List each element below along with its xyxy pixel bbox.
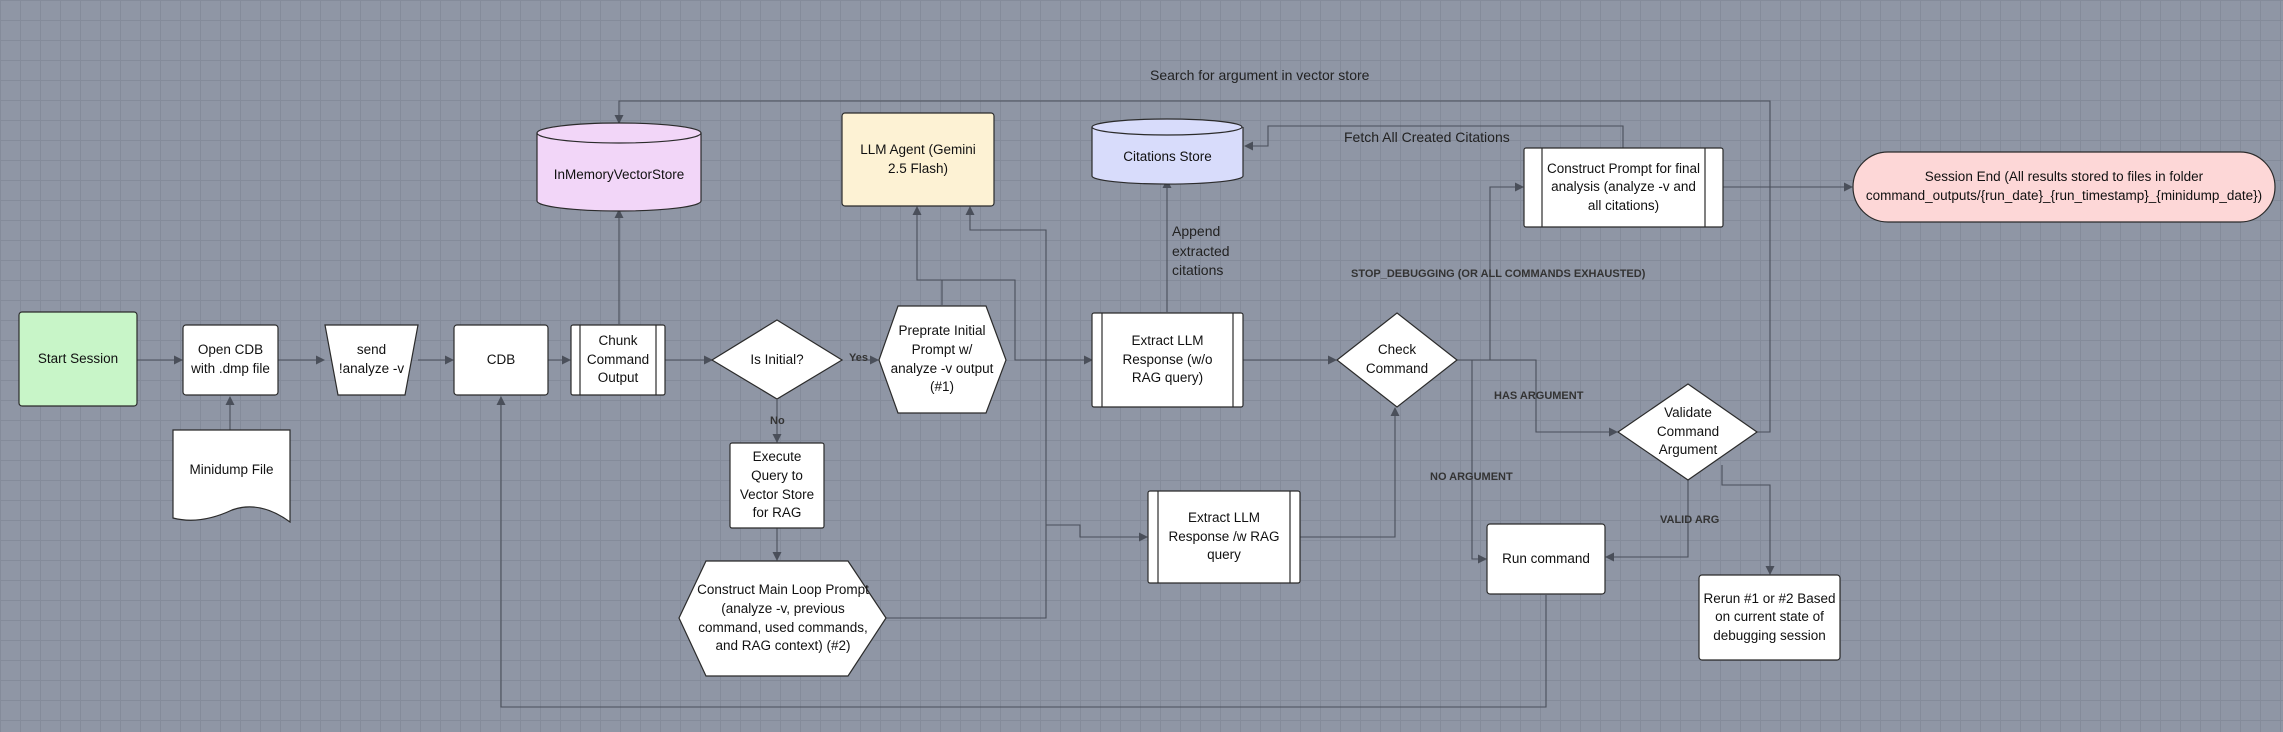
edge-label-fetch-citations: Fetch All Created Citations: [1344, 129, 1510, 145]
edge-final-fetch: [1244, 125, 1624, 151]
label-validate: Validate Command Argument: [1656, 405, 1720, 458]
node-vector-store[interactable]: [536, 133, 702, 212]
edge-label-stop-debugging: STOP_DEBUGGING (OR ALL COMMANDS EXHAUSTE…: [1351, 268, 1646, 280]
node-citations-store-top: [1091, 118, 1243, 136]
edge-label-no-argument: NO ARGUMENT: [1430, 471, 1513, 483]
label-prepare-initial: Preprate Initial Prompt w/ analyze -v ou…: [890, 323, 994, 395]
node-chunk[interactable]: [570, 324, 666, 396]
edge-validate-run: [1605, 480, 1689, 562]
label-construct-final: Construct Prompt for final analysis (ana…: [1546, 160, 1701, 213]
node-check-command[interactable]: [1336, 312, 1458, 408]
node-is-initial[interactable]: [710, 319, 844, 400]
node-minidump-file[interactable]: [172, 429, 291, 524]
label-send-analyze: send !analyze -v: [338, 342, 405, 376]
edge-check-validate: [1457, 359, 1618, 437]
label-run-command: Run command: [1502, 550, 1590, 566]
edge-validate-rerun: [1721, 465, 1775, 575]
label-chunk: Chunk Command Output: [586, 333, 650, 386]
edge-label-append-citations: Append extracted citations: [1172, 223, 1230, 279]
edge-run-cdb: [496, 396, 1547, 708]
node-construct-final[interactable]: [1523, 147, 1724, 228]
edge-prepare-llm: [912, 206, 943, 305]
label-session-end: Session End (All results stored to files…: [1865, 169, 2263, 203]
edge-prepare-extract: [942, 279, 1093, 365]
node-rerun[interactable]: [1698, 574, 1841, 661]
edge-extractrag-check: [1300, 407, 1400, 538]
label-vector-store: InMemoryVectorStore: [553, 166, 685, 182]
label-extract-no-rag: Extract LLM Response (w/o RAG query): [1122, 333, 1213, 386]
node-open-cdb[interactable]: [182, 324, 279, 396]
node-start-session[interactable]: [18, 311, 138, 407]
label-start-session: Start Session: [37, 350, 119, 366]
edge-validate-vector: [614, 100, 1771, 433]
label-citations-store: Citations Store: [1123, 149, 1212, 165]
label-cdb: CDB: [486, 351, 516, 367]
node-citations-store[interactable]: [1091, 127, 1244, 185]
edge-label-valid-arg: VALID ARG: [1660, 514, 1720, 526]
node-vector-store-top: [536, 122, 702, 144]
edge-label-has-argument: HAS ARGUMENT: [1494, 390, 1584, 402]
edge-label-yes: Yes: [849, 352, 868, 364]
node-execute-query[interactable]: [729, 442, 825, 529]
label-open-cdb: Open CDB with .dmp file: [191, 342, 270, 376]
edge-construct-extractrag: [1046, 524, 1148, 542]
edge-check-run: [1457, 359, 1487, 564]
node-cdb[interactable]: [453, 324, 549, 396]
label-is-initial: Is Initial?: [750, 351, 804, 367]
node-construct-main[interactable]: [678, 560, 887, 677]
node-run-command[interactable]: [1486, 523, 1606, 595]
node-send-analyze[interactable]: [324, 324, 419, 396]
node-extract-rag[interactable]: [1147, 490, 1301, 584]
edge-label-search-vector: Search for argument in vector store: [1150, 67, 1370, 83]
edge-construct-llm: [886, 206, 1047, 619]
label-rerun: Rerun #1 or #2 Based on current state of…: [1703, 590, 1836, 643]
label-execute-query: Execute Query to Vector Store for RAG: [739, 449, 815, 521]
node-validate[interactable]: [1616, 383, 1759, 481]
label-construct-main: Construct Main Loop Prompt (analyze -v, …: [697, 582, 869, 654]
label-check-command: Check Command: [1365, 342, 1429, 376]
node-prepare-initial[interactable]: [878, 305, 1007, 414]
edge-label-no: No: [770, 415, 785, 427]
node-llm-agent[interactable]: [841, 112, 995, 207]
node-extract-no-rag[interactable]: [1091, 312, 1244, 408]
label-minidump-file: Minidump File: [189, 461, 274, 477]
label-extract-rag: Extract LLM Response /w RAG query: [1168, 510, 1280, 563]
node-session-end[interactable]: [1852, 151, 2276, 223]
label-llm-agent: LLM Agent (Gemini 2.5 Flash): [860, 141, 976, 176]
